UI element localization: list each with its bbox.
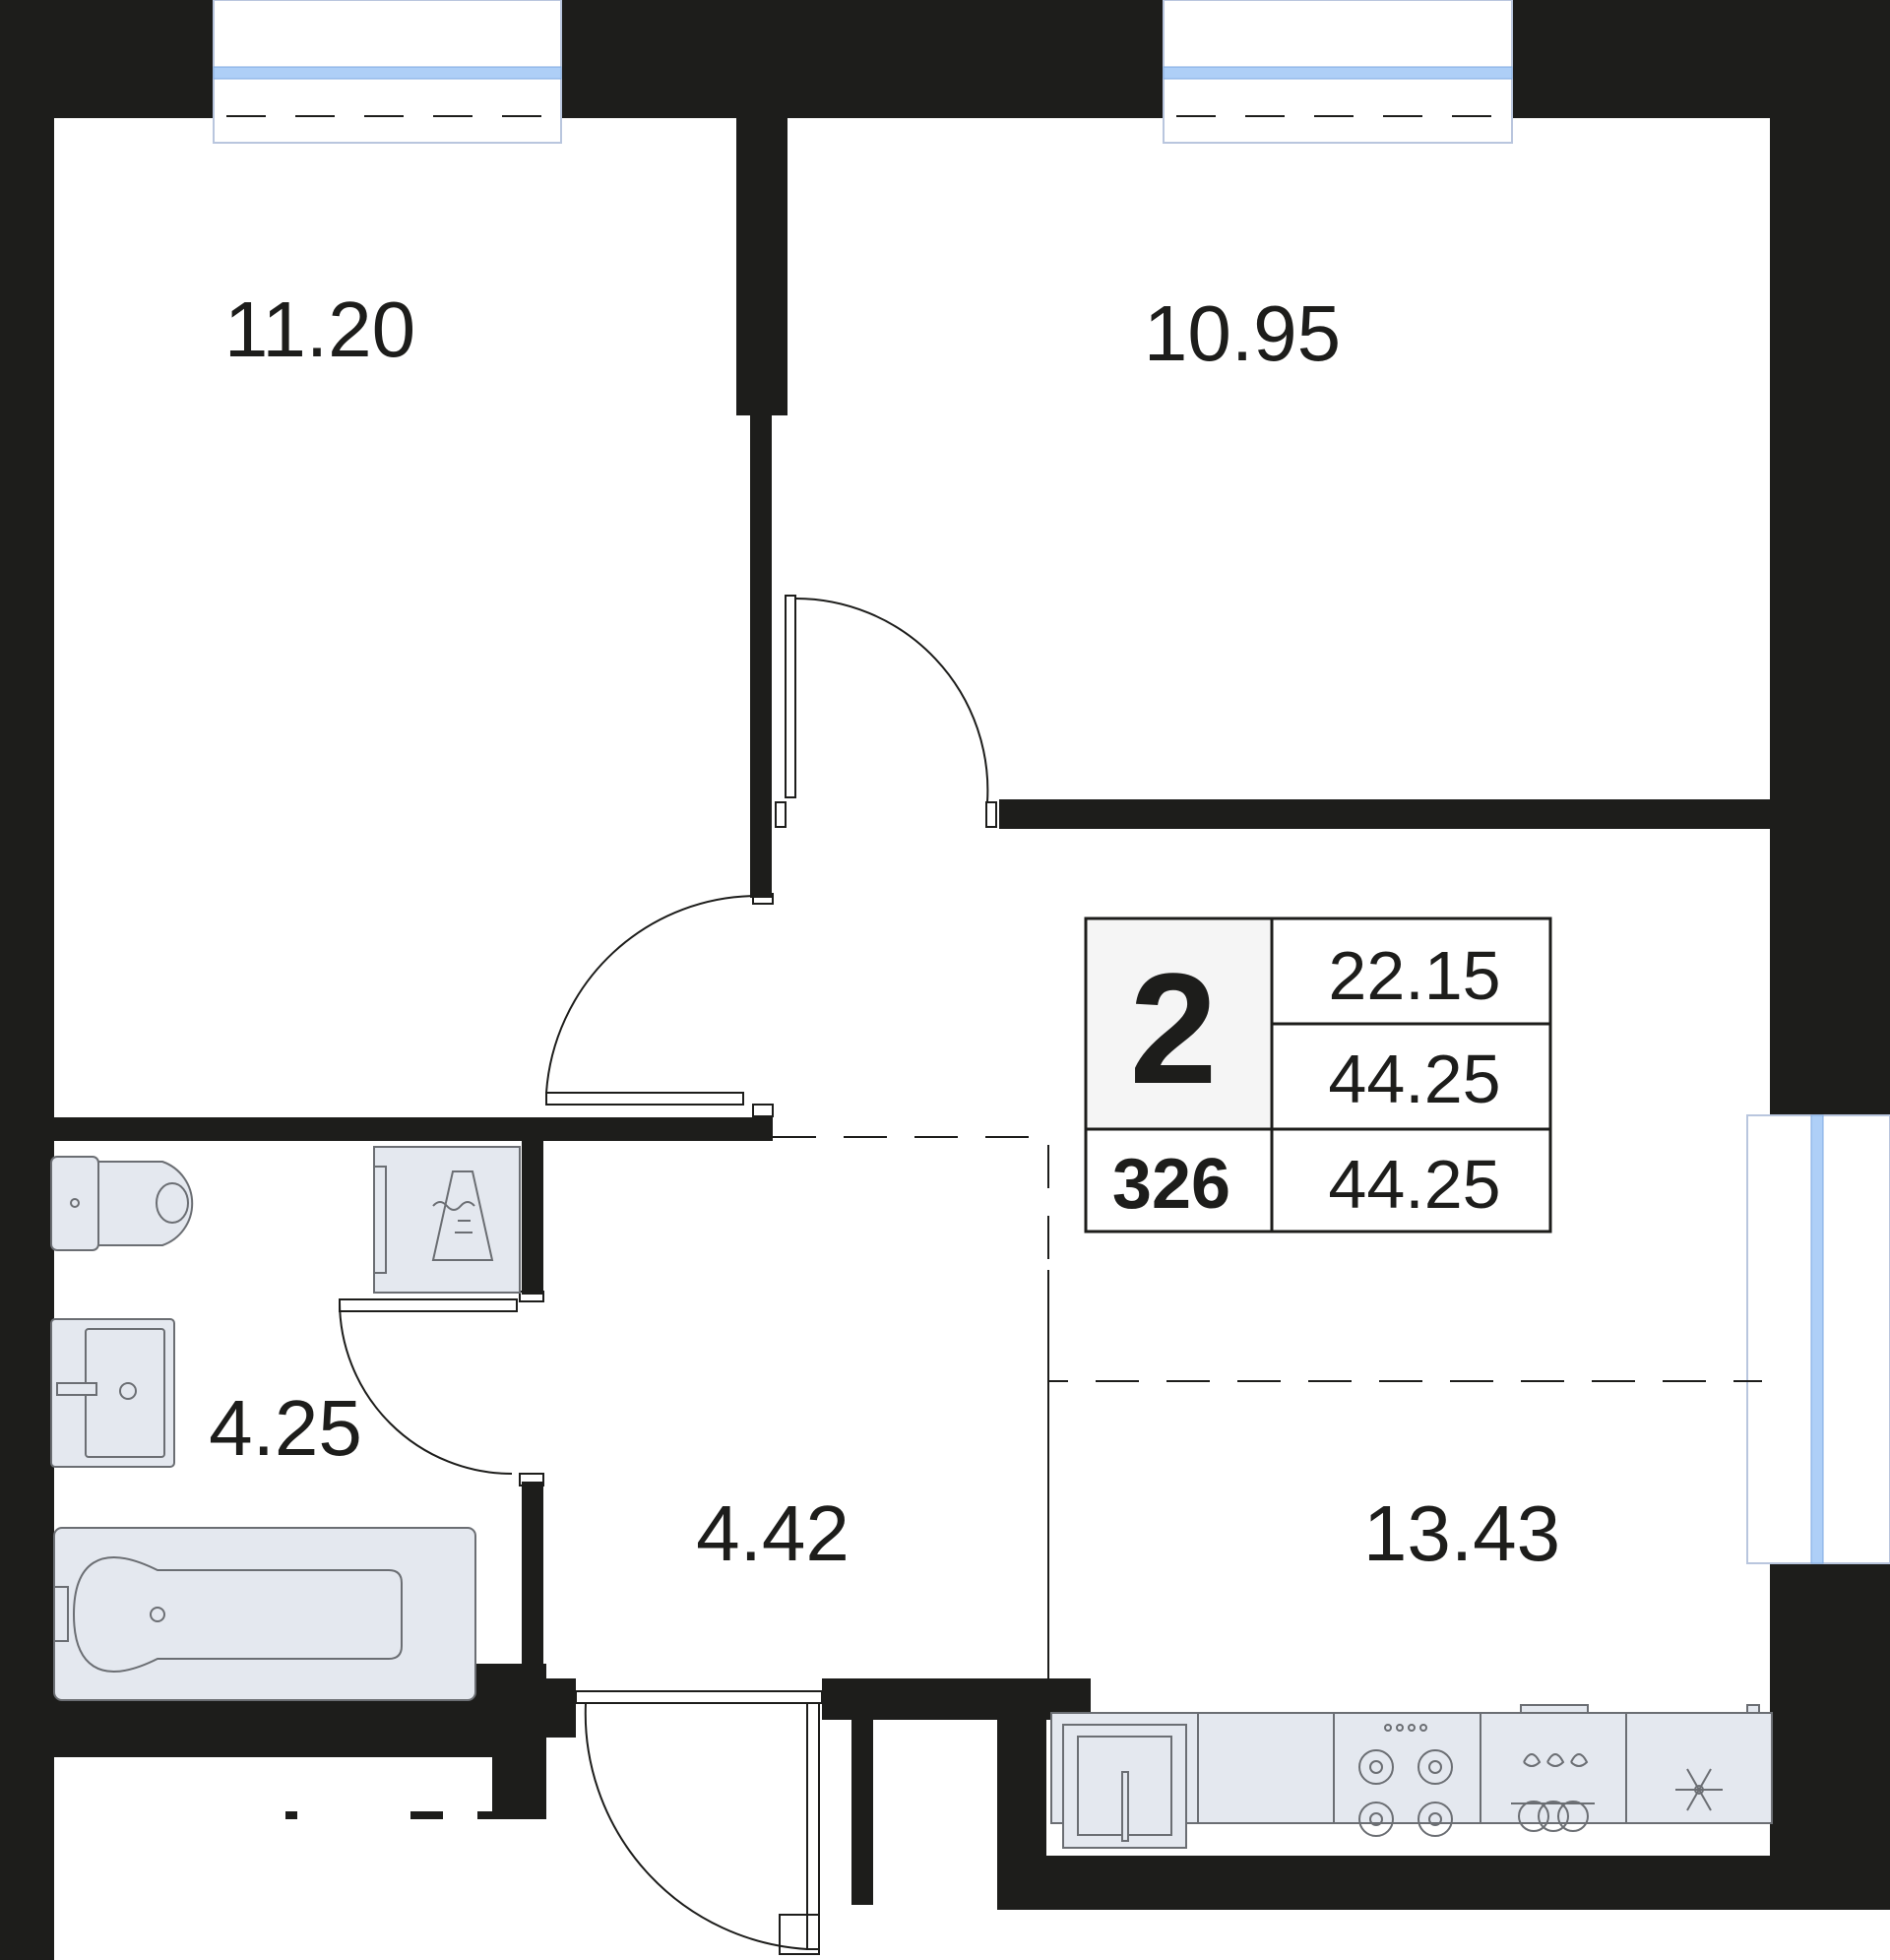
toilet-icon [50,1156,194,1251]
sink-icon [50,1318,175,1468]
fridge-icon [1625,1704,1773,1824]
total-area-with-balcony: 44.25 [1328,1146,1500,1223]
room-area-bedroom-right: 10.95 [1144,289,1341,377]
room-area-bedroom-left: 11.20 [224,285,415,373]
living-area: 22.15 [1328,937,1500,1014]
doors [339,595,997,1955]
total-area: 44.25 [1328,1041,1500,1117]
window-top-right [1163,0,1513,144]
washing-machine-icon [373,1146,521,1294]
bathtub-icon [53,1527,476,1701]
rooms-count: 2 [1130,940,1218,1116]
room-area-bathroom: 4.25 [209,1384,362,1472]
window-top-left [213,0,562,144]
oven-icon [1511,1704,1595,1832]
room-area-kitchen-living: 13.43 [1363,1489,1560,1577]
kitchen-sink-icon [1062,1724,1187,1849]
apartment-info-box: 2 326 22.15 44.25 44.25 [1084,917,1552,1233]
storage-niches [54,1757,492,1854]
apartment-number: 326 [1112,1145,1230,1224]
window-right [1746,1114,1890,1564]
stove-icon [1333,1712,1481,1837]
room-area-hallway: 4.42 [696,1489,850,1577]
